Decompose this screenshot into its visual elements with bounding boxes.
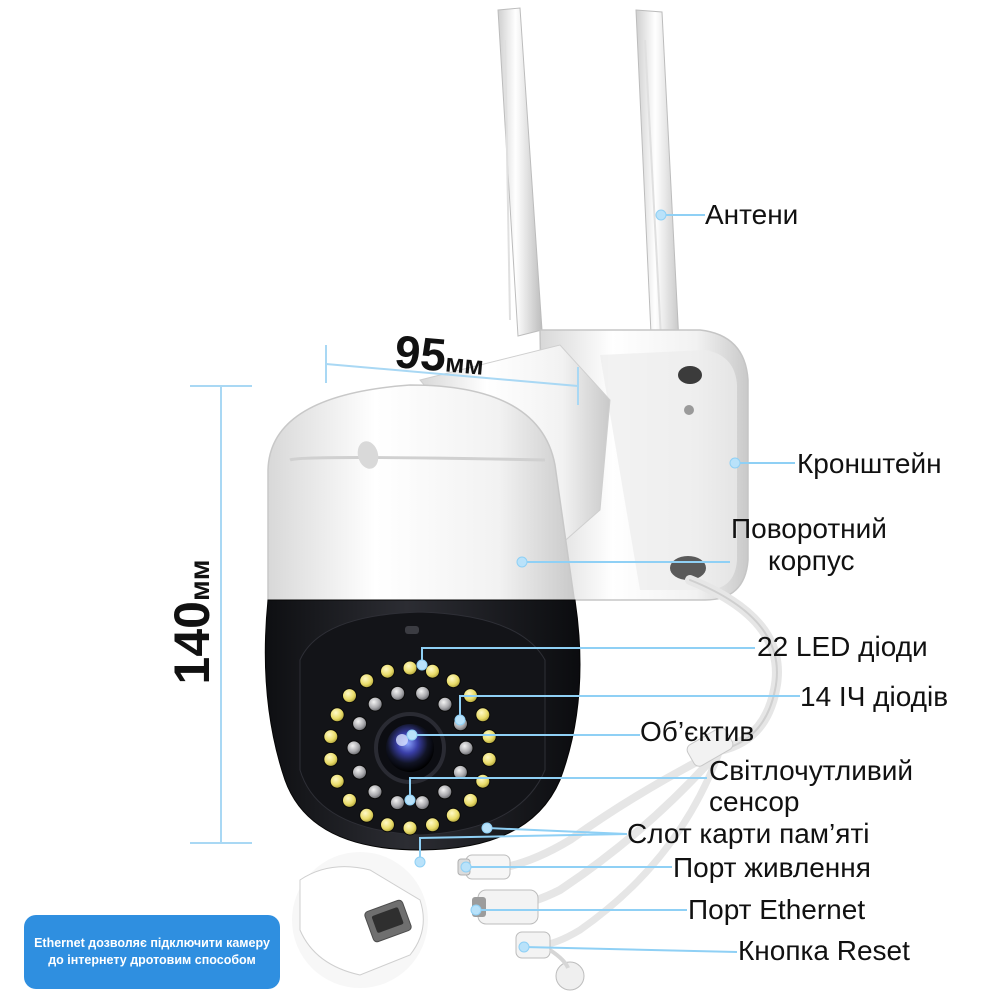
white-led <box>463 792 478 808</box>
label-lens: Об’єктив <box>640 716 755 747</box>
label-housing-line1: Поворотний <box>731 513 887 544</box>
white-led <box>475 773 491 789</box>
white-led <box>402 660 418 676</box>
white-led <box>323 729 339 745</box>
ethernet-note: Ethernet дозволяє підключити камеру до і… <box>24 915 280 989</box>
ir-led <box>437 696 453 712</box>
label-led: 22 LED діоди <box>757 631 928 662</box>
ethernet-socket-inset <box>292 852 428 988</box>
label-antennas: Антени <box>705 199 799 230</box>
height-unit: мм <box>184 559 215 601</box>
ethernet-connector <box>472 889 539 925</box>
white-led <box>342 688 357 704</box>
label-housing-line2: корпус <box>768 545 855 576</box>
callout-dots <box>404 209 741 953</box>
white-led <box>359 807 375 823</box>
label-reset-button: Кнопка Reset <box>738 935 910 966</box>
height-dimension-line <box>190 385 252 844</box>
white-led <box>380 817 395 833</box>
camera-lens <box>374 712 446 784</box>
ir-led <box>437 784 453 800</box>
width-dimension-label: 95мм <box>393 324 487 386</box>
white-led <box>425 817 440 833</box>
label-card-slot: Слот карти пам’яті <box>627 818 870 849</box>
width-dimension-line <box>325 345 579 405</box>
white-led <box>329 707 345 723</box>
antenna-left <box>497 7 543 337</box>
led-array <box>323 660 497 836</box>
ir-led <box>458 740 474 756</box>
ir-led <box>390 685 406 701</box>
ir-led <box>415 685 431 701</box>
ir-led <box>452 764 468 780</box>
ir-led <box>414 795 430 811</box>
label-power-port: Порт живлення <box>673 852 871 883</box>
callout-lines <box>409 214 800 953</box>
ir-led <box>389 795 405 811</box>
white-led <box>481 751 497 767</box>
label-sensor-line2: сенсор <box>709 786 800 817</box>
white-led <box>380 663 395 679</box>
width-value: 95 <box>392 325 449 382</box>
white-led <box>425 663 440 679</box>
reset-button-cable <box>515 931 585 991</box>
label-ethernet-port: Порт Ethernet <box>688 894 866 925</box>
label-sensor-line1: Світлочутливий <box>709 755 914 786</box>
white-led <box>481 729 497 745</box>
ir-led <box>367 784 383 800</box>
height-dimension-label: 140мм <box>163 560 221 685</box>
white-led <box>402 820 418 836</box>
ir-led <box>352 764 367 780</box>
ethernet-note-text: Ethernet дозволяє підключити камеру до і… <box>34 936 270 967</box>
white-led <box>475 707 491 723</box>
ir-led <box>367 696 383 712</box>
height-value: 140 <box>164 601 220 685</box>
ir-led <box>346 740 362 756</box>
white-led <box>342 792 357 808</box>
white-led <box>359 673 375 689</box>
white-led <box>329 773 345 789</box>
white-led <box>445 673 461 689</box>
white-led <box>445 807 461 823</box>
label-ir: 14 ІЧ діодів <box>800 681 949 712</box>
ir-led <box>352 716 368 732</box>
width-unit: мм <box>444 347 485 381</box>
label-bracket: Кронштейн <box>797 448 942 479</box>
white-led <box>323 751 339 767</box>
